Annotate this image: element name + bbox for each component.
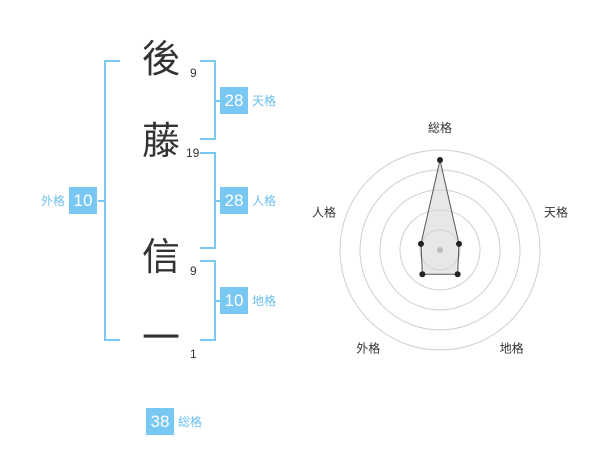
name-char-4: 一: [141, 316, 180, 360]
radar-point: [417, 240, 424, 247]
gaikaku-label: 外格: [41, 194, 66, 208]
stroke-count-1: 9: [190, 66, 197, 80]
stroke-count-3: 9: [190, 264, 197, 278]
name-char-1: 後: [141, 37, 180, 81]
radar-center-dot: [437, 247, 443, 253]
jinkaku-value: 28: [220, 187, 248, 214]
tenkaku-value: 28: [220, 87, 248, 114]
radar-axis-label: 地格: [500, 341, 524, 356]
soukaku-badge: 38 総格: [146, 408, 202, 435]
soukaku-value: 38: [146, 408, 174, 435]
radar-axis-label: 総格: [428, 120, 452, 135]
tenkaku-badge: 28 天格: [220, 87, 276, 114]
radar-area: [420, 159, 460, 275]
radar-point: [454, 271, 461, 278]
gaikaku-value: 10: [69, 187, 98, 214]
gaikaku-badge: 外格 10: [41, 187, 98, 214]
jinkaku-badge: 28 人格: [220, 187, 276, 214]
gaikaku-tick: [98, 200, 106, 202]
jinkaku-label: 人格: [252, 194, 277, 208]
stroke-count-4: 1: [190, 347, 197, 361]
soukaku-label: 総格: [178, 415, 203, 429]
radar-axis-label: 外格: [356, 341, 380, 356]
radar-axis-label: 天格: [544, 204, 568, 219]
radar-point: [419, 271, 426, 278]
radar-point: [437, 157, 443, 163]
chikaku-value: 10: [220, 287, 248, 314]
chikaku-tick: [214, 300, 222, 302]
chikaku-badge: 10 地格: [220, 287, 276, 314]
chikaku-label: 地格: [252, 294, 277, 308]
stroke-count-2: 19: [186, 146, 200, 160]
name-char-3: 信: [141, 235, 180, 279]
tenkaku-label: 天格: [252, 94, 277, 108]
radar-ring: [339, 149, 541, 351]
tenkaku-tick: [214, 100, 222, 102]
radar-point: [456, 240, 463, 247]
radar-axis-label: 人格: [312, 204, 336, 219]
name-char-2: 藤: [141, 119, 180, 163]
jinkaku-tick: [214, 200, 222, 202]
